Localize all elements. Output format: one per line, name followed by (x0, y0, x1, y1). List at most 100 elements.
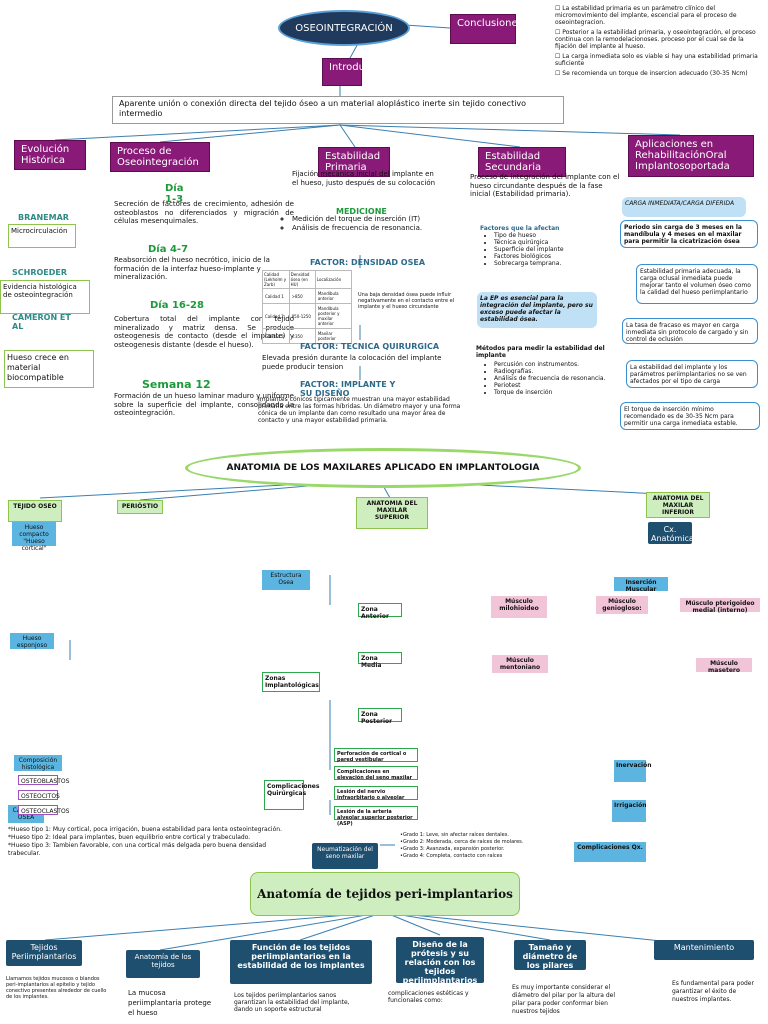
factor-item: Técnica quirúrgica (494, 239, 604, 246)
aplicaciones-box: Aplicaciones en RehabilitaciónOral Impla… (628, 135, 754, 177)
table-cell: Calidad 3 (262, 328, 290, 344)
carga-label: CARGA INMEDIATA/CARGA DIFERIDA (622, 197, 746, 217)
zona-posterior: Zona Posterior (358, 708, 402, 725)
hueso-compacto: Hueso compacto "Hueso cortical" (12, 522, 56, 552)
zonas-implantologicas: Zonas Implantológicas (262, 672, 320, 692)
conclusiones-box: Conclusiones (450, 14, 523, 44)
stage-text-3: Cobertura total del implante con tejido … (114, 315, 294, 349)
tipo-hueso: *Hueso tipo 3: Tambien favorable, con un… (8, 842, 267, 857)
conclusion-item: Posterior a la estabilidad primaria, y o… (555, 29, 756, 50)
node-anatomia: Anatomía de los tejidos (126, 950, 200, 978)
factor-item: Factores biológicos (494, 253, 604, 260)
diseno-text: complicaciones estéticas y funcionales c… (388, 990, 469, 1004)
node-diseno: Diseño de la prótesis y su relación con … (396, 937, 484, 985)
estabilidad-primaria-box: Estabilidad Primaria (318, 147, 390, 177)
factores-label: Factores que la afectan (480, 225, 560, 232)
hist-name-branemar: BRANEMAR (18, 213, 69, 222)
aplic-item: Estabilidad primaria adecuada, la carga … (636, 264, 758, 304)
zona-media: Zona Media (358, 652, 402, 669)
factor-implante: FACTOR: IMPLANTE Y SU DISEÑO (300, 380, 396, 398)
hueso-esponjoso: Hueso esponjoso (10, 633, 54, 649)
medicion-item: Análisis de frecuencia de resonancia. (292, 224, 452, 233)
musculo-masetero: Músculo masetero (696, 658, 752, 674)
grado-item: •Grado 4: Completa, contacto con raíces (400, 853, 503, 859)
inervacion-box: Inervación (614, 760, 652, 782)
musculo-geniogloso: Músculo geniogloso: (596, 596, 648, 614)
table-cell: Calidad 2 (262, 303, 290, 329)
tejidos-periimplantarios-title: Anatomía de tejidos peri-implantarios (250, 872, 520, 916)
complicacion-item: Lesión de la arteria alveolar superior p… (334, 806, 418, 827)
hist-name-schroeder: SCHROEDER (12, 268, 68, 277)
tamano-text: Es muy importante considerar el diámetro… (512, 984, 616, 1015)
metodos-list: Percusión con instrumentos. Radiografías… (484, 361, 614, 396)
complicacion-item: Complicaciones en elevación del seno max… (334, 766, 418, 781)
evolucion-box: Evolución Histórica (14, 140, 86, 170)
grado-item: •Grado 2: Moderada, cerca de raíces de m… (400, 839, 524, 845)
tejidos-text: Llamamos tejidos mucosos o blandos peri-… (6, 976, 107, 1000)
cell-osteocitos: OSTEOCITOS (18, 790, 60, 800)
stage-text-1: Secreción de factores de crecimiento, ad… (114, 200, 294, 225)
calidad-table: Calidad (Lekholm y Zarb) Densidad ósea (… (262, 270, 353, 344)
grados-list: •Grado 1: Leve, sin afectar raíces denta… (400, 832, 550, 860)
table-cell: <350 (288, 328, 316, 344)
conclusion-item: La carga inmediata solo es viable si hay… (555, 53, 758, 67)
grado-item: •Grado 1: Leve, sin afectar raíces denta… (400, 832, 509, 838)
anatomia-inferior-box: ANATOMIA DEL MAXILAR INFERIOR (646, 492, 710, 518)
cell-osteoblastos: OSTEOBLASTOS (18, 775, 69, 785)
conclusion-item: La estabilidad primaria es un parámetro … (555, 5, 737, 26)
table-cell: Maxilar posterior (314, 328, 353, 344)
aplic-item: El torque de inserción mínimo recomendad… (620, 402, 760, 430)
grado-item: •Grado 3: Avanzada, expansión posterior. (400, 846, 505, 852)
table-cell: Mandíbula anterior (314, 288, 353, 304)
factor-item: Superficie del implante (494, 246, 604, 253)
table-cell: >850 (288, 288, 316, 304)
stage-label-1: Día 1-3 (165, 183, 184, 205)
estructura-osea: Estructura Osea (262, 570, 310, 590)
table-header: Densidad ósea (en HU) (288, 270, 316, 289)
secundaria-definicion: Proceso de integración del implante con … (470, 173, 620, 198)
mediciones-label: MEDICIONE (336, 207, 387, 216)
factor-tecnica: FACTOR: TECNICA QUIRURGICA (300, 342, 440, 351)
proceso-box: Proceso de Oseointegración (110, 142, 210, 172)
hist-text-cameron: Hueso crece en material biocompatible (4, 350, 94, 388)
node-funcion: Función de los tejidos periimplantarios … (230, 940, 372, 984)
stage-text-2: Reabsorción del hueso necrótico, inicio … (114, 256, 270, 281)
table-cell: Mandíbula posterior y maxilar anterior (314, 303, 353, 329)
hist-text-schroeder: Evidencia histológica de osteointegració… (0, 280, 90, 314)
definicion-box: Aparente unión o conexión directa del te… (112, 96, 564, 124)
nota-ep: La EP es esencial para la integración de… (477, 292, 597, 328)
conclusiones-list: ☐ La estabilidad primaria es un parámetr… (555, 5, 758, 77)
neumatizacion-box: Neumatización del seno maxilar (312, 843, 378, 869)
composicion-histologica: Composición histológica (14, 755, 62, 771)
complicaciones-qx: Complicaciones Qx. (574, 842, 646, 862)
factores-list: Tipo de hueso Técnica quirúrgica Superfi… (484, 232, 604, 267)
complicacion-item: Lesión del nervio infraorbitario o alveo… (334, 786, 418, 801)
tipo-hueso: *Hueso tipo 1: Muy cortical, poca irriga… (8, 826, 282, 833)
musculo-milohioideo: Músculo milohioideo (491, 596, 547, 618)
aplic-item: La tasa de fracaso es mayor en carga inm… (622, 318, 758, 344)
node-tejidos: Tejidos Periimplantarios (6, 940, 82, 966)
node-mantenimiento: Mantenimiento (654, 940, 754, 960)
introduccion-box: Introducción (322, 58, 391, 86)
mantenimiento-text: Es fundamental para poder garantizar el … (672, 980, 754, 1003)
metodo-item: Percusión con instrumentos. (494, 361, 614, 368)
cx-anatomica: Cx. Anatómica (648, 522, 694, 544)
anatomia-text: La mucosa periimplantaria protege el hue… (128, 989, 212, 1017)
mediciones-list: Medición del torque de inserción (IT) An… (282, 215, 452, 232)
title-oseointegracion: OSEOINTEGRACIÓN (278, 10, 410, 46)
anatomia-maxilares-title: ANATOMIA DE LOS MAXILARES APLICADO EN IM… (185, 448, 581, 488)
factor-densidad: FACTOR: DENSIDAD OSEA (310, 258, 426, 267)
table-cell: Calidad 1 (262, 288, 290, 304)
cell-osteoclastos: OSTEOCLASTOS (18, 805, 70, 815)
musculo-mentoniano: Músculo mentoniano (492, 655, 548, 673)
table-cell: 850-1250 (288, 303, 316, 329)
medicion-item: Medición del torque de inserción (IT) (292, 215, 452, 224)
factor-tecnica-text: Elevada presión durante la colocación de… (262, 354, 442, 371)
periostio-box: PERIÓSTIO (117, 500, 163, 514)
insercion-muscular: Inserción Muscular (614, 577, 668, 593)
aplic-item: Periodo sin carga de 3 meses en la mandí… (620, 220, 758, 248)
stage-label-3: Día 16-28 (150, 300, 204, 311)
metodos-label: Métodos para medir la estabilidad del im… (476, 345, 605, 359)
table-header: Localización (314, 270, 353, 289)
table-header: Calidad (Lekholm y Zarb) (262, 270, 290, 289)
